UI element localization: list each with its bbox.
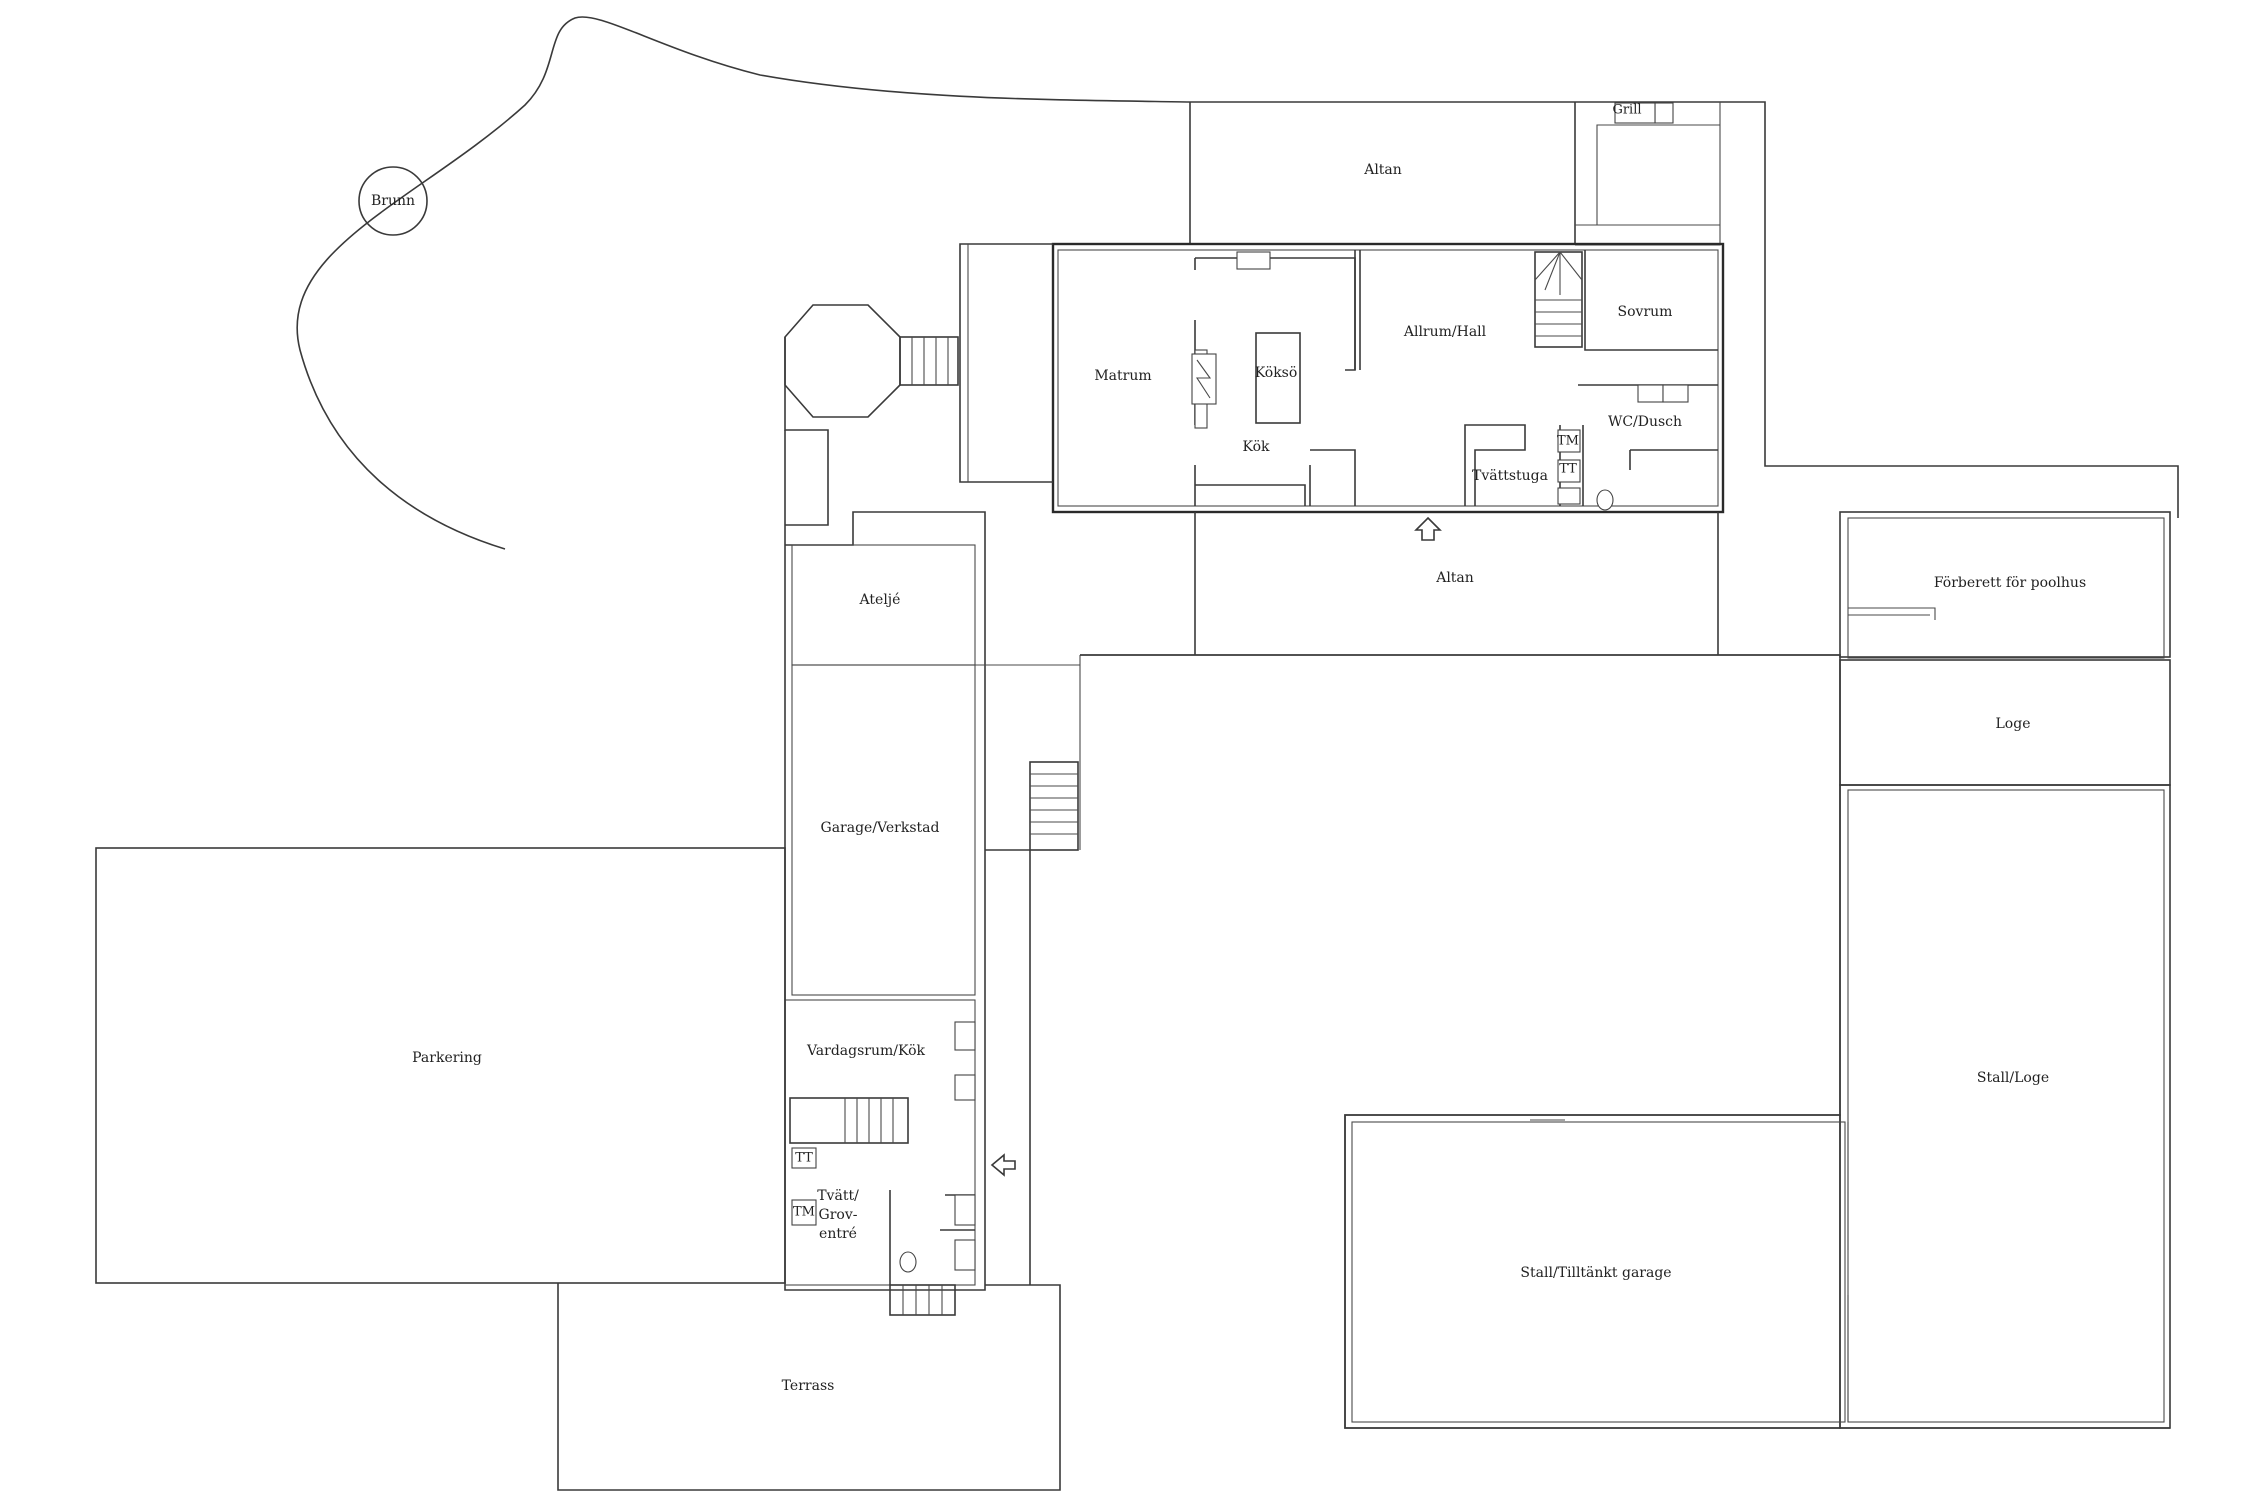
label-grill: Grill	[1612, 103, 1641, 118]
gazebo	[784, 304, 959, 526]
label-tvattstuga: Tvättstuga	[1472, 468, 1548, 484]
arrow-up-icon	[1414, 516, 1442, 541]
barn-buildings	[1344, 511, 2171, 1429]
grill-icon	[1654, 102, 1674, 124]
label-terrass: Terrass	[782, 1378, 835, 1394]
arrow-left-icon	[990, 1153, 1016, 1177]
label-sovrum: Sovrum	[1618, 304, 1673, 320]
label-parkering: Parkering	[412, 1050, 482, 1066]
label-allrum: Allrum/Hall	[1403, 324, 1487, 340]
label-altan-bottom: Altan	[1435, 570, 1474, 586]
label-tt-upper: TT	[1559, 462, 1577, 477]
main-house	[959, 242, 1725, 514]
label-tm-upper: TM	[1557, 434, 1579, 449]
label-brunn: Brunn	[371, 193, 415, 209]
label-matrum: Matrum	[1094, 368, 1151, 384]
label-tvatt-3: entré	[819, 1226, 857, 1242]
annex-toilet-icon	[899, 1251, 917, 1273]
toilet-icon	[1596, 489, 1614, 511]
annex-building	[784, 430, 1081, 1316]
label-atelje: Ateljé	[859, 592, 901, 608]
label-vardagsrum: Vardagsrum/Kök	[806, 1043, 926, 1059]
label-tt-lower: TT	[795, 1151, 813, 1166]
label-loge: Loge	[1996, 716, 2031, 732]
kitchen-island	[1255, 332, 1301, 424]
well-circle	[358, 166, 428, 236]
stove-icon	[1191, 353, 1217, 405]
garden-outline	[296, 16, 1191, 550]
bath-sink-icon	[1637, 384, 1664, 403]
top-terrace	[1189, 101, 2179, 518]
room-labels: Brunn Altan Grill Matrum Köksö Kök Allru…	[371, 103, 2086, 1395]
bath-sink-icon-2	[1662, 384, 1689, 403]
annex-stove-icon	[954, 1074, 976, 1101]
label-altan-top: Altan	[1363, 162, 1402, 178]
label-garage: Garage/Verkstad	[821, 820, 940, 836]
label-tvatt-1: Tvätt/	[817, 1188, 859, 1204]
sink-icon	[1236, 251, 1271, 270]
washer-box	[1557, 429, 1581, 453]
label-stall-garage: Stall/Tilltänkt garage	[1520, 1265, 1671, 1281]
label-wc-dusch: WC/Dusch	[1608, 414, 1682, 430]
label-poolhus: Förberett för poolhus	[1934, 575, 2086, 591]
parking-area	[95, 847, 786, 1284]
stairs-upper	[1534, 251, 1583, 348]
label-stall-loge: Stall/Loge	[1977, 1070, 2049, 1086]
label-kokso: Köksö	[1255, 365, 1298, 381]
label-tvatt-2: Grov-	[819, 1207, 858, 1223]
label-tm-lower: TM	[793, 1205, 815, 1220]
terrace-area	[557, 1283, 1061, 1491]
annex-sink-icon	[954, 1021, 976, 1051]
label-kok: Kök	[1243, 439, 1271, 455]
dryer-box	[1557, 459, 1581, 483]
courtyard	[1080, 654, 2170, 1429]
